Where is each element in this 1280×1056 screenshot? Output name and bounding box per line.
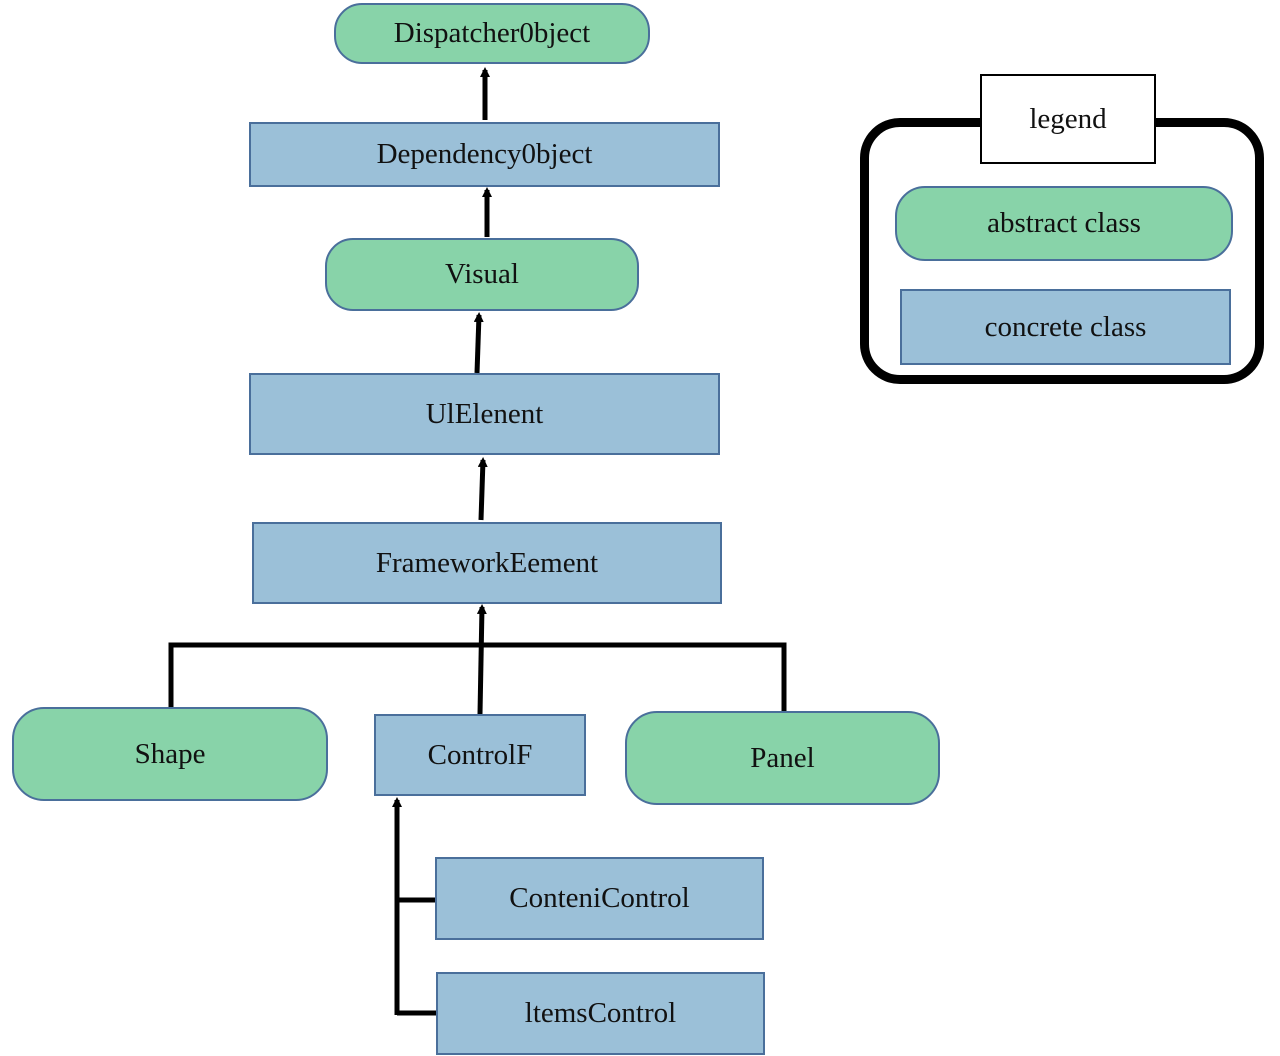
node-ui-element-label: UlElenent (425, 397, 544, 430)
node-framework-element: FrameworkEement (252, 522, 722, 604)
node-shape-label: Shape (134, 737, 206, 770)
node-visual-label: Visual (445, 258, 519, 290)
node-dispatcher-object: Dispatcher0bject (334, 3, 650, 64)
legend-title-label: legend (1029, 102, 1107, 135)
legend-concrete-label: concrete class (984, 310, 1147, 343)
node-ui-element: UlElenent (249, 373, 720, 455)
legend-abstract-label: abstract class (987, 207, 1141, 239)
node-items-control-label: ltemsControl (524, 997, 677, 1029)
node-dependency-object-label: Dependency0bject (376, 138, 593, 170)
legend-concrete-swatch: concrete class (900, 289, 1231, 365)
node-dependency-object: Dependency0bject (249, 122, 720, 187)
node-content-control: ConteniControl (435, 857, 764, 940)
node-control-label: ControlF (427, 738, 533, 771)
node-items-control: ltemsControl (436, 972, 765, 1055)
branch-shape-panel (168, 642, 787, 712)
node-dispatcher-object-label: Dispatcher0bject (393, 17, 591, 49)
node-content-control-label: ConteniControl (509, 882, 690, 914)
node-panel: Panel (625, 711, 940, 805)
legend-abstract-swatch: abstract class (895, 186, 1233, 261)
node-panel-label: Panel (750, 741, 815, 774)
node-framework-element-label: FrameworkEement (375, 546, 599, 579)
arrow-uielement-to-visual (473, 312, 484, 374)
arrow-control-to-framework (476, 604, 487, 715)
node-shape: Shape (12, 707, 328, 801)
legend-title: legend (980, 74, 1156, 164)
arrow-framework-to-uielement (477, 457, 488, 521)
node-visual: Visual (325, 238, 639, 311)
node-control: ControlF (374, 714, 586, 796)
